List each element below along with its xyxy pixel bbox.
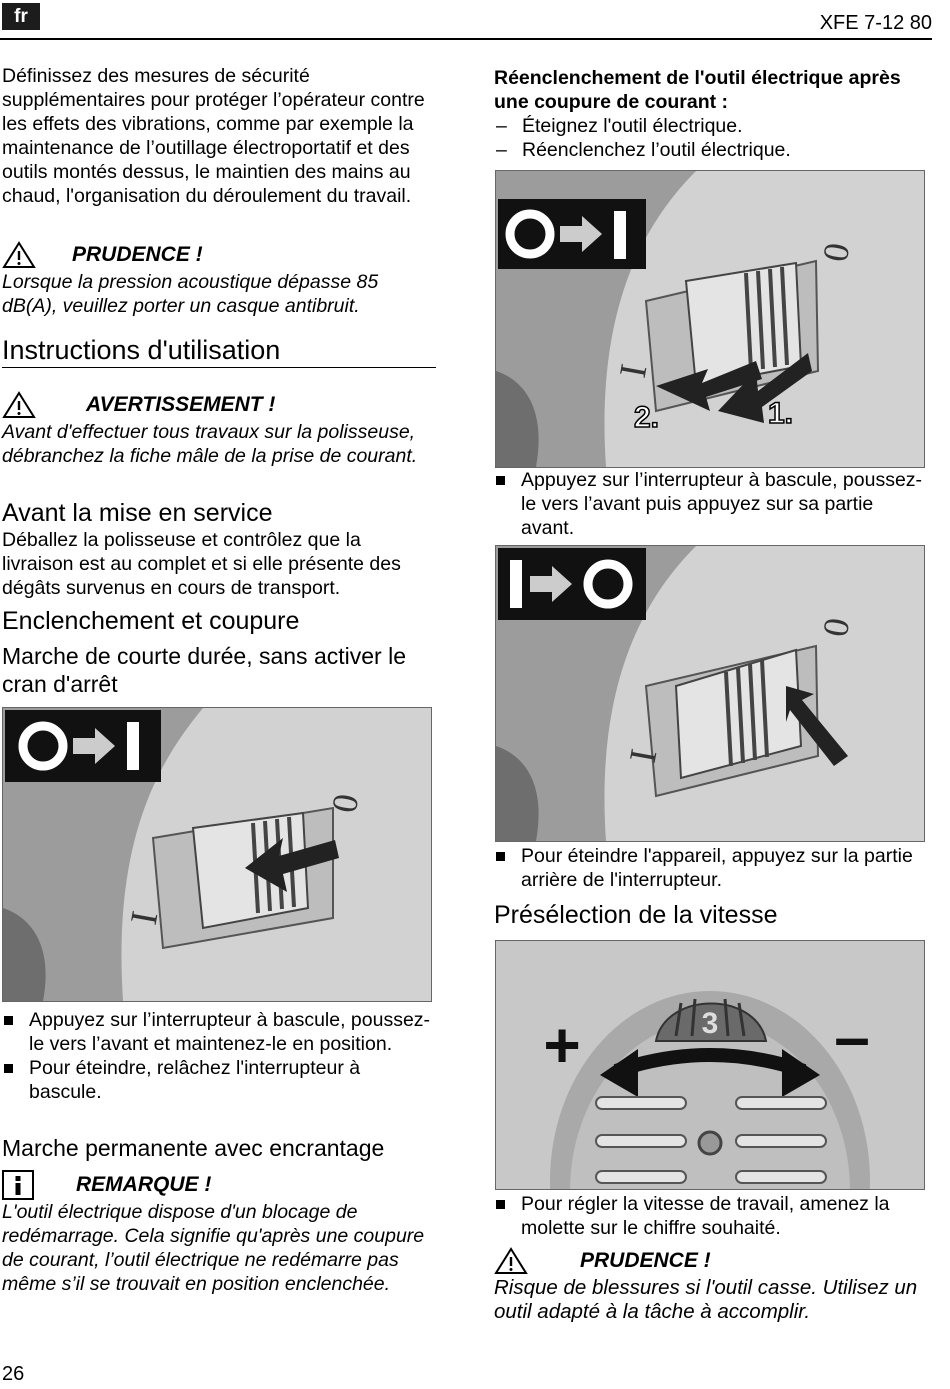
before-use-title: Avant la mise en service (2, 499, 273, 527)
info-icon (2, 1170, 34, 1200)
switch-illustration-restart: 2. 1. I 0 (495, 170, 925, 468)
note-label: REMARQUE ! (76, 1173, 212, 1196)
note-text: L'outil électrique dispose d'un blocage … (2, 1201, 425, 1295)
onoff-title: Enclenchement et coupure (2, 607, 300, 635)
on-symbol-icon (614, 211, 626, 259)
arrow-right-icon (73, 728, 115, 764)
warning-label: AVERTISSEMENT ! (86, 393, 276, 416)
caution-text: Lorsque la pression acoustique dépasse 8… (2, 271, 379, 317)
page-number: 26 (2, 1363, 25, 1385)
screw-icon (697, 1130, 723, 1156)
step-1-label: 1. (768, 397, 793, 430)
minus-icon: – (834, 1001, 870, 1073)
off-symbol-icon (583, 559, 633, 609)
caution-block-1: PRUDENCE ! Lorsque la pression acoustiqu… (2, 240, 434, 318)
list-item: Appuyez sur l’interrupteur à bascule, po… (2, 1008, 434, 1056)
on-symbol-icon (127, 722, 139, 770)
restart-section: Réenclenchement de l'outil électrique ap… (494, 66, 930, 162)
arrow-right-icon (530, 566, 572, 602)
speed-title: Présélection de la vitesse (494, 901, 778, 929)
switch-illustration-off: I 0 (495, 545, 925, 842)
arrow-right-icon (782, 1049, 820, 1097)
dial-number: 3 (702, 1007, 719, 1040)
list-item: Appuyez sur l’interrupteur à bascule, po… (494, 468, 930, 540)
header-rule (0, 38, 932, 40)
list-item: Pour éteindre, relâchez l'interrupteur à… (2, 1056, 434, 1104)
before-use-text: Déballez la polisseuse et contrôlez que … (2, 529, 401, 599)
intro-paragraph: Définissez des mesures de sécurité suppl… (2, 65, 425, 207)
list-item: –Réenclenchez l’outil électrique. (496, 139, 791, 161)
before-use-section: Avant la mise en service Déballez la pol… (2, 498, 434, 600)
speed-bullet: Pour régler la vitesse de travail, amene… (494, 1192, 930, 1240)
warning-triangle-icon (2, 241, 36, 268)
caution-block-2: PRUDENCE ! Risque de blessures si l'outi… (494, 1246, 930, 1324)
arrow-right-icon (560, 216, 602, 252)
speed-dial-illustration: 3 + – (495, 940, 925, 1190)
list-item: Pour éteindre l'appareil, appuyez sur la… (494, 844, 930, 892)
warning-block: AVERTISSEMENT ! Avant d'effectuer tous t… (2, 390, 434, 468)
caution-label: PRUDENCE ! (72, 243, 203, 266)
off-bullet: Pour éteindre l'appareil, appuyez sur la… (494, 844, 930, 892)
caution-text: Risque de blessures si l'outil casse. Ut… (494, 1276, 918, 1323)
switch-illustration-momentary: I 0 (2, 707, 432, 1002)
momentary-bullets: Appuyez sur l’interrupteur à bascule, po… (2, 1008, 434, 1104)
language-badge: fr (2, 3, 40, 30)
off-symbol-icon (18, 721, 68, 771)
restart-title: Réenclenchement de l'outil électrique ap… (494, 67, 901, 113)
document-id: XFE 7-12 80 (819, 12, 932, 34)
warning-triangle-icon (494, 1247, 528, 1274)
continuous-run-title: Marche permanente avec encrantage (2, 1135, 385, 1161)
section-title-instructions: Instructions d'utilisation (2, 334, 436, 368)
list-item: Pour régler la vitesse de travail, amene… (494, 1192, 930, 1240)
warning-triangle-icon (2, 391, 36, 418)
arrow-left-icon (600, 1049, 638, 1097)
on-symbol-icon (510, 560, 522, 608)
off-symbol-icon (505, 209, 555, 259)
short-run-title: Marche de courte durée, sans activer le … (2, 643, 406, 697)
plus-icon: + (543, 1009, 580, 1081)
warning-text: Avant d'effectuer tous travaux sur la po… (2, 421, 418, 467)
note-block: REMARQUE ! L'outil électrique dispose d'… (2, 1170, 434, 1296)
caution-label: PRUDENCE ! (580, 1249, 711, 1272)
step-2-label: 2. (634, 401, 659, 434)
restart-bullet: Appuyez sur l’interrupteur à bascule, po… (494, 468, 930, 540)
list-item: –Éteignez l'outil électrique. (496, 115, 743, 137)
